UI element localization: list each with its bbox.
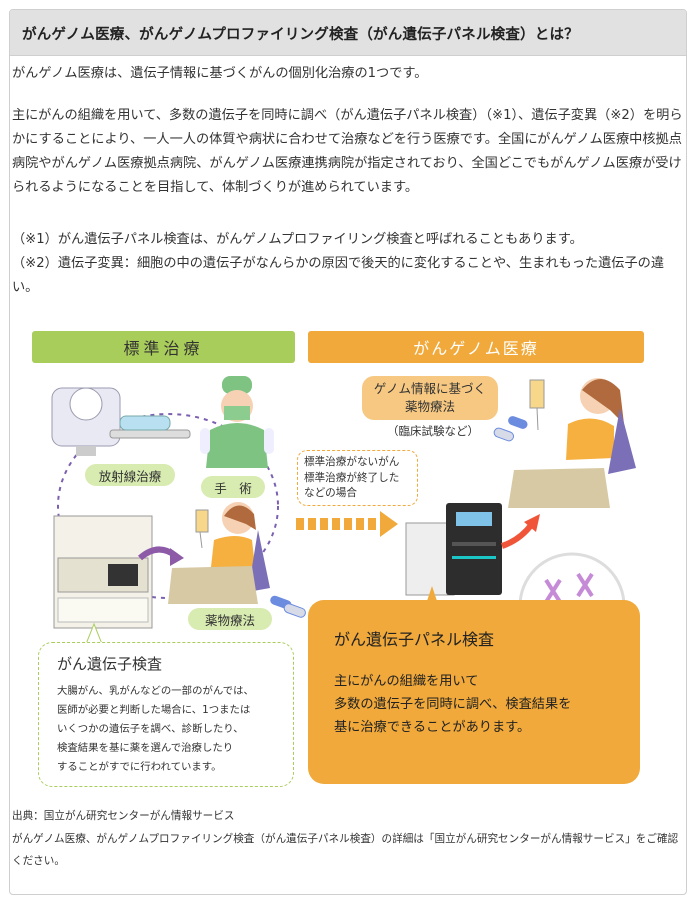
gene-test-line-5: することがすでに行われています。 — [57, 761, 222, 773]
treatment-cycle-ring — [57, 413, 279, 599]
genome-medicine-illustration: 標準治療 がんゲノム医療 放射線治療 手 術 薬物療法 ゲノム情報に基づく 薬物… — [0, 318, 676, 798]
red-arrow — [500, 522, 535, 549]
drug-therapy-label: 薬物療法 — [188, 608, 272, 630]
gene-test-line-1: 大腸がん、乳がんなどの一部のがんでは、 — [57, 685, 254, 697]
surgeon-image — [200, 376, 274, 468]
standard-treatment-header: 標準治療 — [32, 331, 295, 363]
source-credit: 出典：国立がん研究センターがん情報サービス — [12, 810, 235, 822]
gene-test-line-4: 検査結果を基に薬を選んで治療したり — [57, 742, 234, 754]
progress-arrow — [296, 511, 398, 537]
intro-paragraph: がんゲノム医療は、遺伝子情報に基づくがんの個別化治療の1つです。 — [12, 66, 428, 81]
genome-drug-label: ゲノム情報に基づく 薬物療法 — [362, 376, 498, 420]
pills-icon-left — [270, 595, 306, 618]
gene-test-note: がん遺伝子検査 大腸がん、乳がんなどの一部のがんでは、 医師が必要と判断した場合… — [38, 642, 294, 787]
gene-analyzer-image — [53, 515, 153, 629]
description-paragraph: 主にがんの組織を用いて、多数の遺伝子を同時に調べ（がん遺伝子パネル検査）（※1）… — [12, 108, 683, 195]
panel-test-box: がん遺伝子パネル検査 主にがんの組織を用いて 多数の遺伝子を同時に調べ、検査結果… — [308, 600, 640, 784]
footnote-1: （※1）がん遺伝子パネル検査は、がんゲノムプロファイリング検査と呼ばれることもあ… — [12, 232, 583, 247]
condition-line-2: 標準治療が終了した — [304, 471, 400, 484]
radiation-label: 放射線治療 — [85, 464, 175, 486]
gene-test-line-3: いくつかの遺伝子を調べ、診断したり、 — [57, 723, 244, 735]
footnotes: （※1）がん遺伝子パネル検査は、がんゲノムプロファイリング検査と呼ばれることもあ… — [12, 228, 686, 300]
condition-box: 標準治療がないがん 標準治療が終了した などの場合 — [297, 450, 418, 506]
panel-test-title: がん遺伝子パネル検査 — [334, 630, 495, 649]
genome-drug-line2: 薬物療法 — [404, 399, 455, 414]
section-title: がんゲノム医療、がんゲノムプロファイリング検査（がん遺伝子パネル検査）とは？ — [10, 10, 686, 56]
illustration-graphics — [51, 376, 636, 660]
panel-test-line-2: 多数の遺伝子を同時に調べ、検査結果を — [334, 697, 572, 712]
genome-medicine-header: がんゲノム医療 — [308, 331, 644, 363]
detail-note: がんゲノム医療、がんゲノムプロファイリング検査（がん遺伝子パネル検査）の詳細は「… — [12, 833, 679, 867]
condition-line-1: 標準治療がないがん — [304, 456, 400, 468]
panel-test-line-3: 基に治療できることがあります。 — [334, 720, 531, 735]
condition-line-3: などの場合 — [304, 487, 357, 499]
pills-icon-right — [493, 416, 528, 442]
clinical-trial-label: （臨床試験など） — [387, 424, 479, 438]
drug-therapy-text: 薬物療法 — [204, 612, 255, 628]
gene-test-line-2: 医師が必要と判断した場合に、1つまたは — [57, 704, 251, 716]
footnote-2: （※2）遺伝子変異：細胞の中の遺伝子がなんらかの原因で後天的に変化することや、生… — [12, 256, 665, 295]
sequencer-image — [405, 503, 502, 596]
gene-test-title: がん遺伝子検査 — [57, 655, 163, 673]
surgery-label: 手 術 — [201, 476, 265, 498]
panel-test-line-1: 主にがんの組織を用いて — [334, 674, 479, 689]
genome-drug-line1: ゲノム情報に基づく — [373, 381, 487, 396]
patient-image — [168, 502, 270, 604]
patient-right-image — [508, 378, 636, 508]
radiation-machine-image — [51, 387, 191, 456]
